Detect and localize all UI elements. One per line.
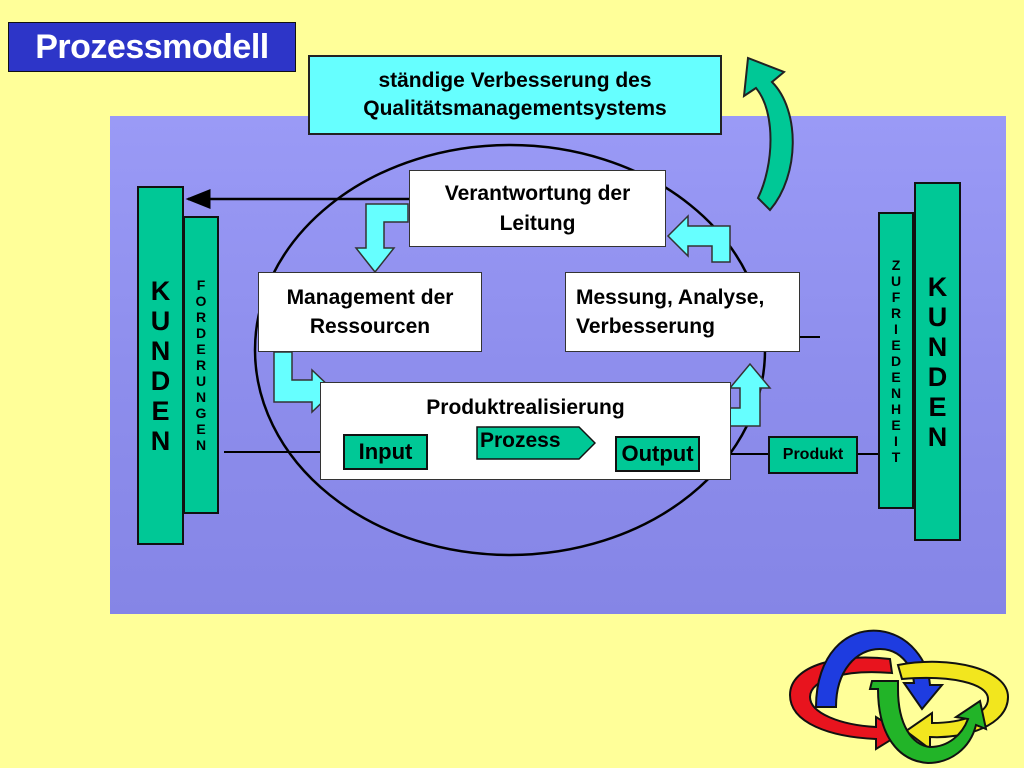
yellow-arrow-icon bbox=[896, 660, 1010, 751]
resource-line-1: Management der bbox=[286, 285, 454, 309]
blue-arrow-icon bbox=[814, 629, 945, 711]
requirements-letter: R bbox=[195, 309, 207, 325]
requirements-letter: O bbox=[195, 293, 207, 309]
arrow-up-to-measurement bbox=[717, 362, 772, 427]
right-customers-letter: N bbox=[927, 421, 948, 452]
satisfaction-letter: E bbox=[891, 368, 901, 385]
resource-management-box: Management der Ressourcen bbox=[258, 272, 482, 352]
improvement-box: ständige Verbesserung des Qualitätsmanag… bbox=[308, 55, 722, 135]
cycle-arrows-logo bbox=[788, 629, 1010, 765]
process-label: Prozess bbox=[480, 429, 561, 452]
arrow-left-to-management bbox=[666, 214, 731, 263]
input-box: Input bbox=[343, 434, 428, 470]
resource-line-2: Ressourcen bbox=[309, 315, 431, 338]
satisfaction-letter: N bbox=[890, 384, 902, 401]
measurement-line-2: Verbesserung bbox=[576, 315, 715, 338]
satisfaction-letter: F bbox=[891, 288, 901, 305]
leadership-line-1: Verantwortung der bbox=[444, 182, 631, 206]
product-realization-label: Produktrealisierung bbox=[426, 396, 625, 419]
satisfaction-letter: E bbox=[891, 416, 901, 433]
right-customers-letter: K bbox=[927, 271, 948, 302]
satisfaction-letter: T bbox=[891, 448, 901, 465]
output-box: Output bbox=[615, 436, 700, 472]
right-customers-letter: N bbox=[927, 331, 948, 362]
arrow-right-to-production bbox=[273, 351, 336, 414]
leadership-box: Verantwortung der Leitung bbox=[409, 170, 666, 247]
right-customers-letter: D bbox=[927, 361, 948, 392]
arrow-down-to-management bbox=[354, 203, 409, 274]
right-customers-letter: U bbox=[927, 301, 948, 332]
satisfaction-letter: I bbox=[894, 432, 898, 449]
satisfaction-letter: H bbox=[890, 400, 902, 417]
requirements-letter: N bbox=[195, 389, 207, 405]
left-customers-letter: N bbox=[150, 425, 171, 456]
left-customers-letter: K bbox=[150, 275, 171, 306]
measurement-box: Messung, Analyse, Verbesserung bbox=[565, 272, 800, 352]
satisfaction-letter: E bbox=[891, 336, 901, 353]
requirements-letter: D bbox=[195, 325, 207, 341]
requirements-letter: N bbox=[195, 437, 207, 453]
requirements-letter: E bbox=[196, 341, 206, 357]
improvement-line-1: ständige Verbesserung des bbox=[378, 68, 652, 92]
requirements-letter: F bbox=[196, 277, 206, 293]
improvement-line-2: Qualitätsmanagementsystems bbox=[363, 97, 667, 120]
satisfaction-letter: I bbox=[894, 320, 898, 337]
requirements-letter: U bbox=[195, 373, 207, 389]
right-customers-letter: E bbox=[928, 391, 947, 422]
measurement-line-1: Messung, Analyse, bbox=[576, 285, 765, 309]
product-box: Produkt bbox=[768, 436, 858, 474]
requirements-letter: G bbox=[195, 405, 207, 421]
page-title: Prozessmodell bbox=[8, 22, 296, 72]
improvement-cycle-arrow bbox=[742, 56, 794, 212]
satisfaction-letter: Z bbox=[891, 256, 901, 273]
left-customers-letter: U bbox=[150, 305, 171, 336]
leadership-line-2: Leitung bbox=[499, 211, 576, 235]
requirements-letter: E bbox=[196, 421, 206, 437]
left-customers-letter: D bbox=[150, 365, 171, 396]
left-customers-letter: E bbox=[151, 395, 170, 426]
satisfaction-letter: U bbox=[890, 272, 902, 289]
satisfaction-letter: R bbox=[890, 304, 902, 321]
left-customers-letter: N bbox=[150, 335, 171, 366]
green-arrow-icon bbox=[868, 680, 988, 765]
requirements-letter: R bbox=[195, 357, 207, 373]
satisfaction-letter: D bbox=[890, 352, 902, 369]
process-box: Prozess bbox=[476, 426, 596, 460]
